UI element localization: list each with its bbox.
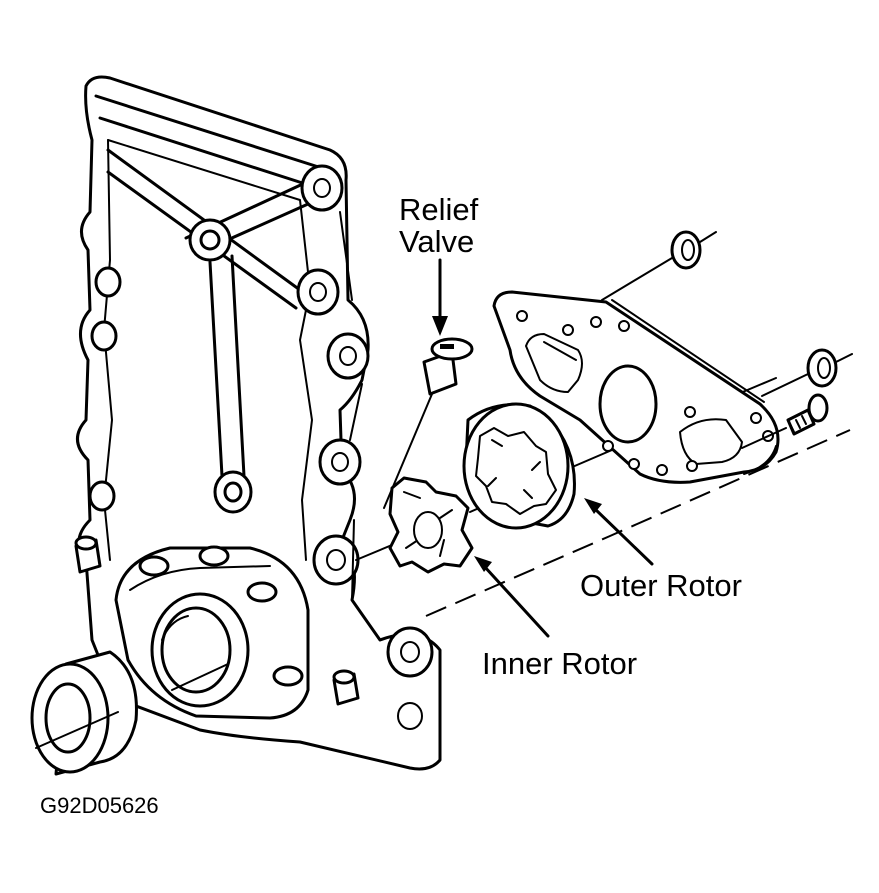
figure-code: G92D05626 <box>40 793 159 818</box>
pump-cover-plate <box>492 290 780 484</box>
relief-valve-label-line1: Relief <box>399 192 479 227</box>
screw <box>741 393 829 449</box>
relief-valve <box>383 337 474 509</box>
inner-rotor <box>388 476 474 574</box>
inner-rotor-label: Inner Rotor <box>482 646 638 681</box>
alignment-dashed-line <box>425 429 851 617</box>
relief-valve-label-line2: Valve <box>399 224 475 259</box>
o-ring-right <box>761 348 853 397</box>
relief-valve-leader <box>432 258 448 336</box>
pump-housing <box>114 545 310 720</box>
outer-rotor-leader <box>584 498 654 566</box>
outer-rotor <box>462 402 576 530</box>
oil-seal <box>30 650 138 776</box>
outer-rotor-label: Outer Rotor <box>580 568 742 603</box>
o-ring-upper <box>601 230 717 301</box>
inner-rotor-leader <box>474 556 550 638</box>
